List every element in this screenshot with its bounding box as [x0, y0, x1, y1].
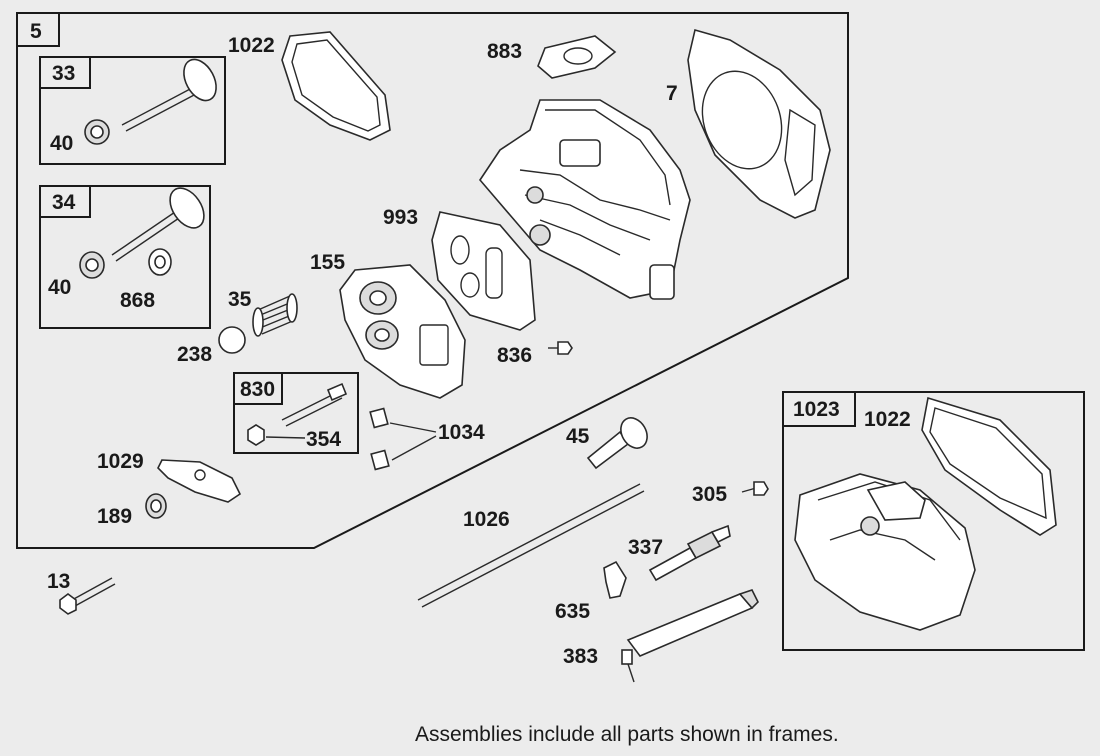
frame-34-outline	[39, 185, 211, 329]
bolt-part	[59, 577, 116, 615]
frame-33-label-box	[39, 56, 91, 89]
breather-plate-part	[339, 264, 466, 399]
frame-830-label-box	[233, 372, 283, 405]
label-305: 305	[692, 483, 727, 506]
label-40-b: 40	[48, 276, 71, 299]
spark-tester-part	[621, 589, 759, 683]
frame-33-outline	[39, 56, 226, 165]
frame-5-outline	[16, 12, 849, 549]
frame-1023-label-box	[782, 391, 856, 427]
cylinder-head-part	[478, 99, 691, 300]
frame-34-label-box	[39, 185, 91, 218]
frame-830-outline	[233, 372, 359, 454]
label-1026: 1026	[463, 508, 510, 531]
screw-305-part	[741, 481, 769, 496]
head-gasket-part	[687, 28, 831, 219]
valve-cap-part	[218, 326, 246, 354]
label-7: 7	[666, 82, 678, 105]
label-354: 354	[306, 428, 341, 451]
label-337: 337	[628, 536, 663, 559]
label-1029: 1029	[97, 450, 144, 473]
screw-836-part	[548, 341, 573, 355]
tappet-part	[586, 417, 648, 470]
label-836: 836	[497, 344, 532, 367]
spark-plug-part	[648, 524, 731, 582]
label-238: 238	[177, 343, 212, 366]
rocker-cover-part	[794, 396, 1057, 631]
frame-830-label: 830	[240, 378, 275, 401]
label-383: 383	[563, 645, 598, 668]
label-189: 189	[97, 505, 132, 528]
frame-1023-label: 1023	[793, 398, 840, 421]
rocker-stud-part	[247, 382, 348, 446]
valve-cover-gasket-part	[281, 31, 391, 141]
label-45: 45	[566, 425, 590, 448]
plate-gasket-993-part	[431, 211, 536, 331]
push-rod-part	[417, 483, 645, 608]
label-1034: 1034	[438, 421, 485, 444]
guide-plate-part	[369, 407, 437, 471]
label-155: 155	[310, 251, 345, 274]
label-993: 993	[383, 206, 418, 229]
frame-34-label: 34	[52, 191, 76, 214]
label-1022-top: 1022	[228, 34, 275, 57]
label-635: 635	[555, 600, 590, 623]
frame-5-label: 5	[30, 20, 42, 43]
rocker-nut-part	[145, 493, 167, 519]
intake-gasket-part	[537, 35, 617, 79]
frame-33-label: 33	[52, 62, 75, 85]
assemblies-footnote: Assemblies include all parts shown in fr…	[415, 723, 839, 746]
label-883: 883	[487, 40, 522, 63]
valve-spring-part	[252, 293, 298, 337]
label-40-a: 40	[50, 132, 73, 155]
label-13: 13	[47, 570, 70, 593]
frame-1023-outline	[782, 391, 1085, 651]
valve-34-part	[79, 187, 205, 279]
spark-plug-terminal-part	[603, 560, 627, 599]
frame-5-label-box	[16, 12, 60, 47]
label-1022-frame: 1022	[864, 408, 911, 431]
valve-33-part	[84, 58, 217, 145]
label-868: 868	[120, 289, 155, 312]
label-35: 35	[228, 288, 252, 311]
rocker-arm-part	[157, 459, 242, 503]
